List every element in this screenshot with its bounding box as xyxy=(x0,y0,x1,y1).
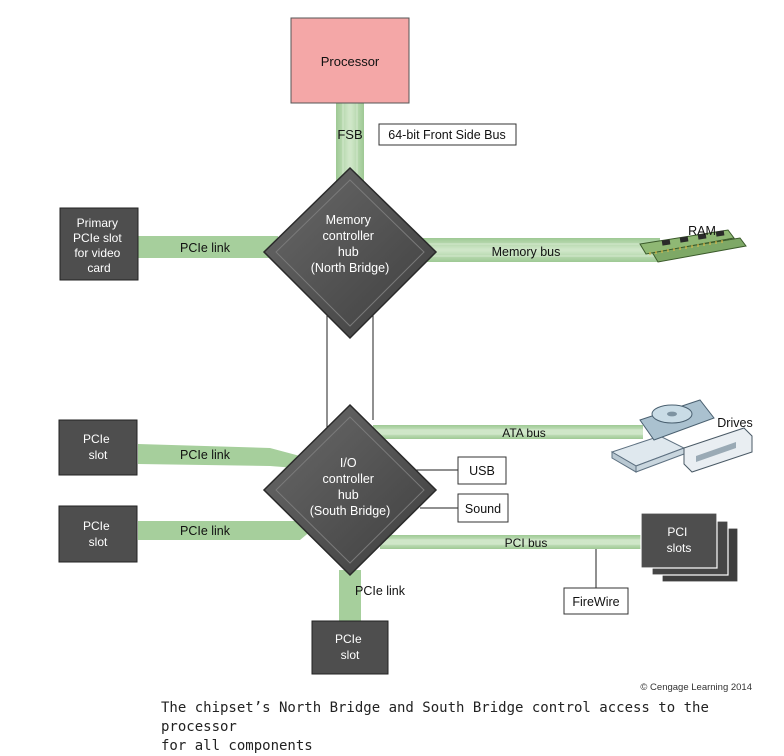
drives-icon xyxy=(610,399,753,473)
firewire-box xyxy=(563,587,629,615)
pci-slots-label: PCI slots xyxy=(667,525,692,555)
pcie-link-video-bus xyxy=(138,236,278,258)
ram-icon xyxy=(639,229,747,263)
pci-bus xyxy=(380,535,642,549)
pcie-link-upper-label: PCIe link xyxy=(180,448,231,462)
primary-pcie-slot xyxy=(59,207,139,281)
firewire-label: FireWire xyxy=(572,595,619,609)
pci-bus-label: PCI bus xyxy=(505,536,548,550)
pcie-link-bottom-bus xyxy=(339,570,361,622)
ata-bus xyxy=(373,425,643,439)
pcie-link-bottom-label: PCIe link xyxy=(355,584,406,598)
pcie-slot-lower-label: PCIe slot xyxy=(83,519,113,549)
memory-bus-label: Memory bus xyxy=(492,245,561,259)
copyright-text: © Cengage Learning 2014 xyxy=(640,682,752,693)
pcie-slot-bottom xyxy=(311,620,389,675)
pcie-link-upper-bus xyxy=(138,444,300,468)
usb-box xyxy=(457,456,507,485)
pcie-link-lower-bus xyxy=(138,521,312,540)
fsb-box-label: 64-bit Front Side Bus xyxy=(388,128,505,142)
sound-label: Sound xyxy=(465,502,501,516)
drives-label: Drives xyxy=(717,416,752,430)
pcie-slot-bottom-label: PCIe slot xyxy=(335,632,365,662)
sound-box xyxy=(457,493,509,523)
north-bridge-label: Memory controller hub (North Bridge) xyxy=(311,213,390,275)
pcie-slot-lower xyxy=(58,505,138,563)
fsb-label: FSB xyxy=(337,127,362,142)
usb-label: USB xyxy=(469,464,495,478)
processor-box xyxy=(290,17,410,104)
fsb-box xyxy=(378,123,517,146)
primary-slot-label: Primary PCIe slot for video card xyxy=(73,216,125,275)
pcie-slot-upper xyxy=(58,419,138,476)
figure-caption: The chipset’s North Bridge and South Bri… xyxy=(161,700,709,754)
north-bridge-chip xyxy=(262,166,438,340)
pcie-slot-upper-label: PCIe slot xyxy=(83,432,113,462)
ata-bus-label: ATA bus xyxy=(502,426,546,440)
pci-slot-front xyxy=(640,512,718,569)
ram-label: RAM xyxy=(688,224,716,238)
south-bridge-chip xyxy=(262,403,438,577)
pcie-link-lower-label: PCIe link xyxy=(180,524,231,538)
south-bridge-label: I/O controller hub (South Bridge) xyxy=(310,456,391,518)
processor-label: Processor xyxy=(321,54,380,69)
pcie-link-video-label: PCIe link xyxy=(180,241,231,255)
